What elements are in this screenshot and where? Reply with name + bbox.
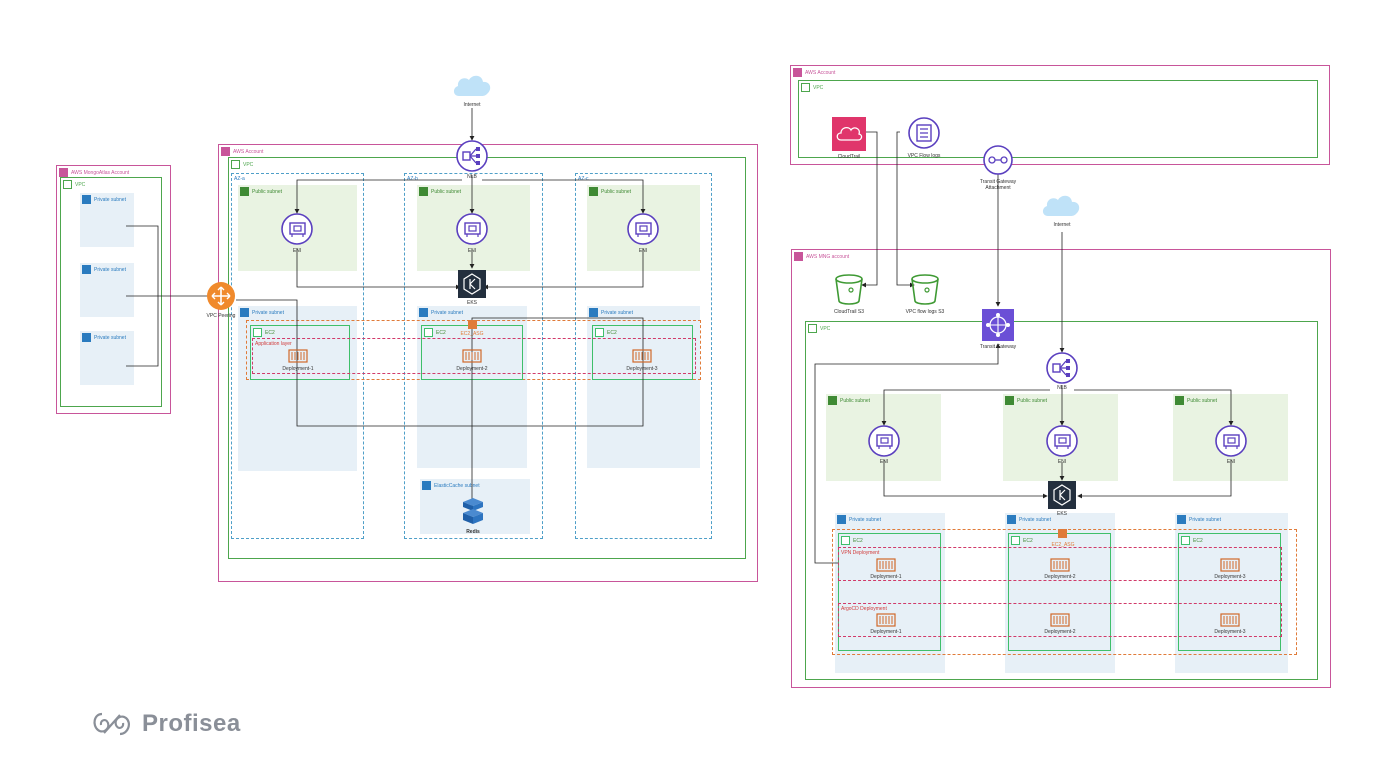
mng-private-subnet-b: Private subnet bbox=[1005, 513, 1115, 673]
mng-account: AWS MNG account bbox=[791, 249, 1331, 688]
argocd-deployment-3-caption: Deployment-3 bbox=[1214, 629, 1246, 635]
mongoatlas-vpc: VPC bbox=[60, 177, 162, 407]
deployment-2-caption: Deployment-2 bbox=[456, 366, 488, 372]
transit-gateway-icon bbox=[982, 309, 1014, 341]
tgw-attachment-icon bbox=[983, 145, 1013, 175]
asg-badge-icon bbox=[468, 320, 477, 329]
eks-icon bbox=[1048, 481, 1076, 509]
cloud-icon bbox=[453, 75, 491, 96]
deployment-1-caption: Deployment-1 bbox=[282, 366, 314, 372]
tgw-attachment-caption: Transit Gateway Attachment bbox=[979, 179, 1017, 191]
mng-eni-caption-c: ENI bbox=[1226, 459, 1236, 465]
mongo-private-subnet-1: Private subnet bbox=[80, 193, 134, 247]
mongo-private-subnet-2: Private subnet bbox=[80, 263, 134, 317]
eni-icon bbox=[456, 213, 488, 245]
argocd-deployment-layer: ArgoCD Deployment bbox=[838, 603, 1282, 637]
mng-private-subnet-c: Private subnet bbox=[1175, 513, 1288, 673]
eni-caption-c: ENI bbox=[638, 248, 648, 254]
eni-caption-a: ENI bbox=[292, 248, 302, 254]
mng-ec2-asg-label: EC2_ASG bbox=[1051, 542, 1075, 548]
eni-icon bbox=[281, 213, 313, 245]
container-icon bbox=[1220, 558, 1240, 572]
container-icon bbox=[876, 613, 896, 627]
mng-eni-caption-b: ENI bbox=[1057, 459, 1067, 465]
cloud-icon bbox=[1042, 195, 1080, 216]
profisea-logo bbox=[93, 712, 130, 736]
asg-badge-icon bbox=[1058, 529, 1067, 538]
redis-caption: Redis bbox=[466, 529, 480, 535]
logging-vpc: VPC bbox=[798, 80, 1318, 158]
nlb-caption-right: NLB bbox=[1057, 385, 1067, 391]
eni-icon bbox=[1046, 425, 1078, 457]
nlb-icon bbox=[456, 140, 488, 172]
eni-icon bbox=[627, 213, 659, 245]
cloudtrail-s3-caption: CloudTrail S3 bbox=[833, 309, 865, 315]
container-icon bbox=[876, 558, 896, 572]
argocd-deployment-2-caption: Deployment-2 bbox=[1044, 629, 1076, 635]
mng-ec2-c: EC2 bbox=[1178, 533, 1281, 651]
flow-logs-icon bbox=[908, 117, 940, 149]
deployment-3-caption: Deployment-3 bbox=[626, 366, 658, 372]
mongo-private-subnet-3: Private subnet bbox=[80, 331, 134, 385]
nlb-icon bbox=[1046, 352, 1078, 384]
eni-icon bbox=[1215, 425, 1247, 457]
flow-logs-s3-caption: VPC flow logs S3 bbox=[905, 309, 945, 315]
internet-caption-right: Internet bbox=[1053, 222, 1071, 228]
container-icon bbox=[632, 349, 652, 363]
nlb-caption: NLB bbox=[467, 174, 477, 180]
vpn-deployment-1-caption: Deployment-1 bbox=[870, 574, 902, 580]
eks-caption: EKS bbox=[466, 300, 478, 306]
aws-account: AWS Account bbox=[218, 144, 758, 582]
internet-caption: Internet bbox=[463, 102, 481, 108]
cloudtrail-caption: CloudTrail bbox=[837, 154, 861, 160]
logging-aws-account: AWS Account bbox=[790, 65, 1330, 165]
mng-vpc: VPC bbox=[805, 321, 1318, 680]
vpc-peering-caption: VPC Peering bbox=[206, 313, 236, 319]
redis-icon bbox=[463, 498, 483, 524]
container-icon bbox=[462, 349, 482, 363]
mng-eni-caption-a: ENI bbox=[879, 459, 889, 465]
eks-icon bbox=[458, 270, 486, 298]
container-icon bbox=[288, 349, 308, 363]
mng-eks-caption: EKS bbox=[1056, 511, 1068, 517]
flow-logs-caption: VPC Flow logs bbox=[907, 153, 941, 159]
profisea-brand: Profisea bbox=[90, 710, 241, 738]
transit-gateway-caption: Transit Gateway bbox=[979, 344, 1017, 350]
vpn-deployment-3-caption: Deployment-3 bbox=[1214, 574, 1246, 580]
vpn-deployment-2-caption: Deployment-2 bbox=[1044, 574, 1076, 580]
eni-caption-b: ENI bbox=[467, 248, 477, 254]
s3-bucket-icon bbox=[911, 274, 939, 305]
container-icon bbox=[1050, 613, 1070, 627]
container-icon bbox=[1220, 613, 1240, 627]
eni-icon bbox=[868, 425, 900, 457]
container-icon bbox=[1050, 558, 1070, 572]
argocd-deployment-1-caption: Deployment-1 bbox=[870, 629, 902, 635]
s3-bucket-icon bbox=[835, 274, 863, 305]
mongoatlas-account: AWS MongoAtlas Account bbox=[56, 165, 171, 414]
vpc-peering-icon bbox=[207, 282, 235, 310]
cloudtrail-icon bbox=[832, 117, 866, 151]
brand-name: Profisea bbox=[142, 710, 241, 737]
